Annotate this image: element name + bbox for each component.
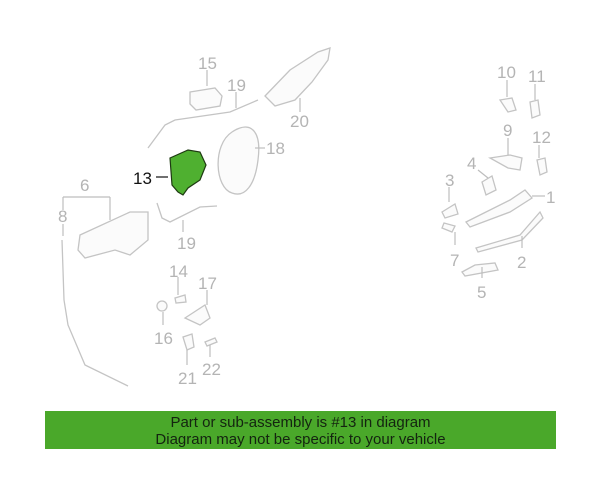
part-2: [475, 210, 544, 253]
callout-6: 6: [80, 176, 89, 195]
part-21: [182, 333, 195, 351]
callout-17: 17: [198, 274, 217, 293]
callout-18: 18: [266, 139, 285, 158]
part-10: [498, 97, 517, 113]
callout-11: 11: [528, 67, 546, 86]
banner-line-2: Diagram may not be specific to your vehi…: [155, 431, 446, 448]
part-5: [461, 262, 499, 277]
part-18-plate: [217, 126, 260, 195]
callout-13[interactable]: 13: [133, 169, 152, 188]
callout-5: 5: [477, 283, 486, 302]
part-4: [481, 175, 497, 196]
part-19-upper-cable: [147, 99, 259, 149]
callout-4: 4: [467, 154, 476, 173]
callout-20: 20: [290, 112, 309, 131]
callout-2: 2: [517, 253, 526, 272]
part-11: [529, 99, 541, 119]
part-22: [204, 337, 218, 347]
part-3: [441, 203, 459, 219]
callout-3: 3: [445, 171, 454, 190]
callout-16: 16: [154, 329, 173, 348]
part-16: [156, 300, 168, 312]
parts-diagram: 15 19 20 18 13 6 8 19 14 17 16 21 22 10 …: [58, 47, 555, 388]
part-19-lower-cable: [156, 202, 218, 223]
part-6-lock: [77, 211, 149, 259]
part-7: [441, 222, 456, 233]
part-1-handle: [464, 189, 533, 228]
part-info-banner: Part or sub-assembly is #13 in diagram D…: [45, 411, 556, 449]
callout-22: 22: [202, 360, 221, 379]
part-13-door-latch: [169, 149, 207, 196]
callout-21: 21: [178, 369, 197, 388]
part-17: [183, 304, 211, 326]
callout-8: 8: [58, 207, 67, 226]
part-shapes: [61, 47, 548, 387]
leader-lines: [62, 70, 545, 365]
callout-10: 10: [497, 63, 516, 82]
callout-7: 7: [450, 251, 459, 270]
part-9: [488, 154, 523, 171]
callout-14: 14: [169, 262, 188, 281]
banner-line-1: Part or sub-assembly is #13 in diagram: [170, 414, 431, 431]
part-12: [536, 157, 548, 176]
callout-19b: 19: [177, 234, 196, 253]
part-20-inner-handle: [264, 47, 331, 107]
callout-1: 1: [546, 188, 555, 207]
callout-19: 19: [227, 76, 246, 95]
callout-labels: 15 19 20 18 13 6 8 19 14 17 16 21 22 10 …: [58, 54, 555, 388]
callout-9: 9: [503, 121, 512, 140]
part-8-cable: [61, 239, 129, 387]
callout-15: 15: [198, 54, 217, 73]
callout-12: 12: [532, 128, 551, 147]
part-15: [189, 87, 223, 111]
part-14: [174, 294, 187, 304]
